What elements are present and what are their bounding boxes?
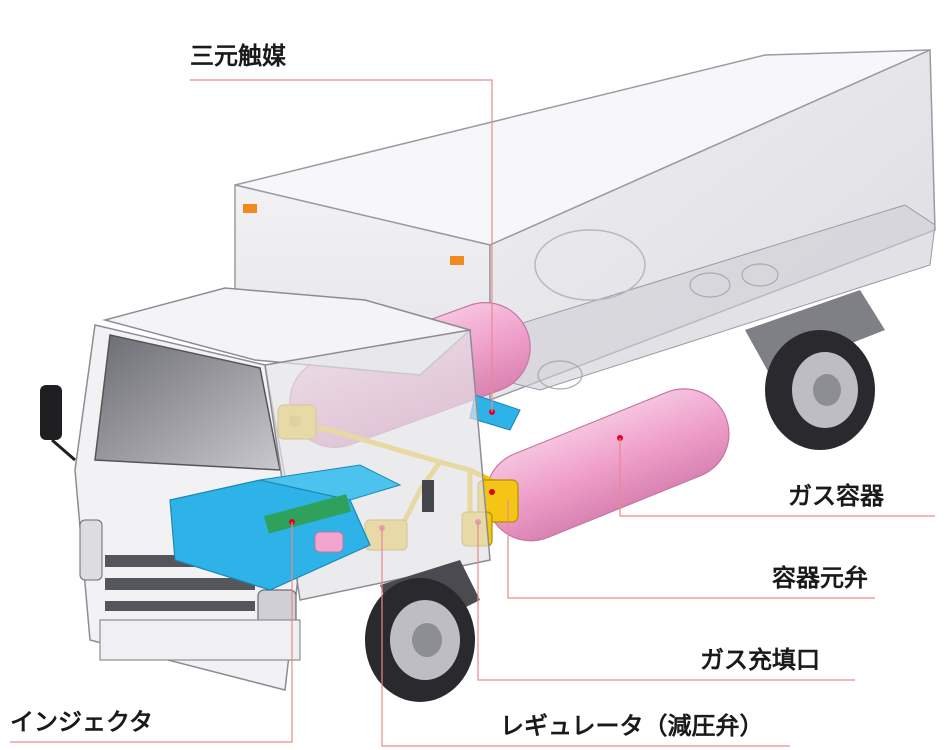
rear-wheel xyxy=(745,290,885,450)
marker-light-right xyxy=(450,256,464,265)
door-handle xyxy=(422,480,434,512)
crossmember-ring-3 xyxy=(741,263,779,287)
leader-regulator xyxy=(381,528,790,747)
leader-catalyst xyxy=(190,79,493,412)
pink-filter xyxy=(314,531,344,553)
crossmember-ring-1 xyxy=(537,360,583,390)
leader-injector xyxy=(10,522,293,743)
leader-container-valve xyxy=(507,500,875,599)
label-gas-filling-port: ガス充填口 xyxy=(700,646,820,674)
grille-bar-3 xyxy=(105,601,255,611)
crossmember-ring-2 xyxy=(689,272,731,298)
turn-signal xyxy=(79,519,103,581)
spare-tire xyxy=(534,229,646,301)
leader-filling-port xyxy=(477,522,855,681)
engine-block xyxy=(169,464,402,591)
label-catalyst: 三元触媒 xyxy=(190,42,286,70)
leader-lines xyxy=(10,79,935,747)
label-container-valve: 容器元弁 xyxy=(772,564,868,592)
label-injector: インジェクタ xyxy=(10,708,154,736)
leader-gas-container xyxy=(619,438,935,517)
side-mirror xyxy=(40,385,62,440)
marker-light-left xyxy=(243,204,257,213)
label-gas-container: ガス容器 xyxy=(788,482,884,510)
injector-part xyxy=(264,494,351,534)
valve-marker-dot xyxy=(489,489,495,495)
bumper xyxy=(99,619,301,661)
label-regulator: レギュレータ（減圧弁） xyxy=(500,712,764,740)
mirror-arm xyxy=(51,438,76,462)
gas-tank-lower xyxy=(485,388,730,542)
grille-bar-2 xyxy=(105,578,255,590)
front-wheel xyxy=(365,560,480,702)
